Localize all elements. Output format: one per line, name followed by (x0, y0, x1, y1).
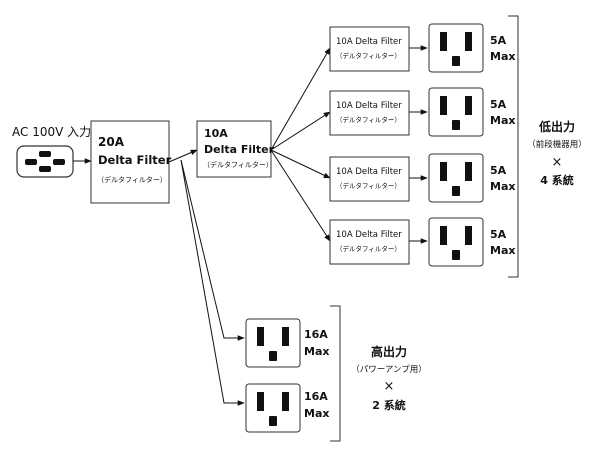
small-filter-kana: （デルタフィルター） (336, 181, 401, 190)
outlet-max: Max (490, 114, 515, 127)
outlet-rating: 5A (490, 164, 507, 177)
outlet-max: Max (304, 407, 329, 420)
small-filter-kana: （デルタフィルター） (336, 51, 401, 60)
main-filter-name: Delta Filter (98, 153, 172, 167)
mid-to-filter1-arrow (270, 47, 331, 151)
main-to-high1-arrow (180, 159, 245, 341)
outlet-icon (428, 217, 484, 267)
outlet-max: Max (304, 345, 329, 358)
small-filter-box: 10A Delta Filter （デルタフィルター） (329, 156, 410, 202)
outlet-icon (428, 23, 484, 73)
small-filter-kana: （デルタフィルター） (336, 115, 401, 124)
outlet-rating: 5A (490, 34, 507, 47)
main-filter-rating: 20A (98, 135, 125, 149)
input-label: AC 100V 入力 (12, 125, 91, 139)
small-filter-title: 10A Delta Filter (336, 230, 402, 240)
high-output-bracket (330, 305, 341, 442)
low-output-sub: （前段機器用） (527, 139, 587, 150)
low-output-count: 4 系統 (540, 173, 573, 187)
mid-to-filter4-arrow (270, 149, 331, 242)
low-output-title: 低出力 (538, 119, 575, 134)
small-filter-box: 10A Delta Filter （デルタフィルター） (329, 90, 410, 136)
mid-filter-rating: 10A (204, 127, 228, 140)
low-output-times: × (552, 155, 563, 170)
high-output-times: × (384, 379, 395, 394)
small-filter-title: 10A Delta Filter (336, 167, 402, 177)
mid-filter-kana: （デルタフィルター） (203, 160, 273, 169)
ac-inlet-icon (16, 145, 74, 178)
mid-filter-box: 10A Delta Filter （デルタフィルター） (196, 120, 275, 178)
outlet-rating: 16A (304, 328, 328, 341)
main-to-high2-arrow (180, 159, 245, 406)
outlet-icon (428, 153, 484, 203)
mid-to-filter3-arrow (270, 149, 331, 179)
low-output-bracket (508, 15, 519, 278)
outlet-rating: 16A (304, 390, 328, 403)
outlet-icon (428, 87, 484, 137)
main-filter-kana: （デルタフィルター） (97, 175, 167, 184)
high-output-title: 高出力 (371, 344, 407, 359)
mid-to-filter2-arrow (270, 111, 331, 151)
outlet-max: Max (490, 50, 515, 63)
main-filter-box: 20A Delta Filter （デルタフィルター） (90, 120, 172, 204)
small-filter-box: 10A Delta Filter （デルタフィルター） (329, 26, 410, 72)
outlet-max: Max (490, 180, 515, 193)
small-filter-title: 10A Delta Filter (336, 101, 402, 111)
outlet-rating: 5A (490, 228, 507, 241)
outlet-max: Max (490, 244, 515, 257)
small-filter-title: 10A Delta Filter (336, 37, 402, 47)
outlet-icon (245, 318, 301, 368)
outlet-icon (245, 383, 301, 433)
main-to-mid-arrow (168, 149, 198, 163)
outlet-rating: 5A (490, 98, 507, 111)
mid-filter-name: Delta Filter (204, 143, 275, 156)
connection-lines (73, 45, 428, 406)
small-filter-box: 10A Delta Filter （デルタフィルター） (329, 219, 410, 265)
high-output-sub: （パワーアンプ用） (351, 364, 427, 375)
high-output-count: 2 系統 (372, 398, 405, 412)
small-filter-kana: （デルタフィルター） (336, 244, 401, 253)
